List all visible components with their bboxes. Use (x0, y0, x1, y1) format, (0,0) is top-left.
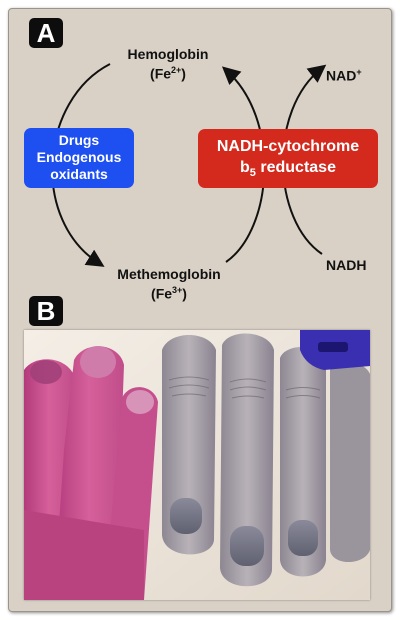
fingers-illustration (24, 330, 370, 600)
grey-finger-3 (280, 346, 326, 577)
enzyme-box: NADH-cytochrome b5 reductase (198, 129, 378, 188)
grey-finger-1 (162, 335, 216, 555)
methemoglobin-label: Methemoglobin (Fe3+) (117, 266, 221, 302)
panel-a-label: A (29, 18, 63, 48)
grey-finger-4 (330, 362, 370, 562)
panel-b-label: B (29, 296, 63, 326)
fingers-photo (24, 330, 370, 600)
nad-plus-label: NAD+ (326, 67, 362, 84)
drugs-oxidants-box: Drugs Endogenous oxidants (24, 128, 134, 188)
grey-finger-2 (220, 333, 274, 587)
pink-palm (24, 510, 144, 600)
hemoglobin-label: Hemoglobin (Fe2+) (127, 46, 209, 82)
nadh-label: NADH (326, 257, 367, 273)
